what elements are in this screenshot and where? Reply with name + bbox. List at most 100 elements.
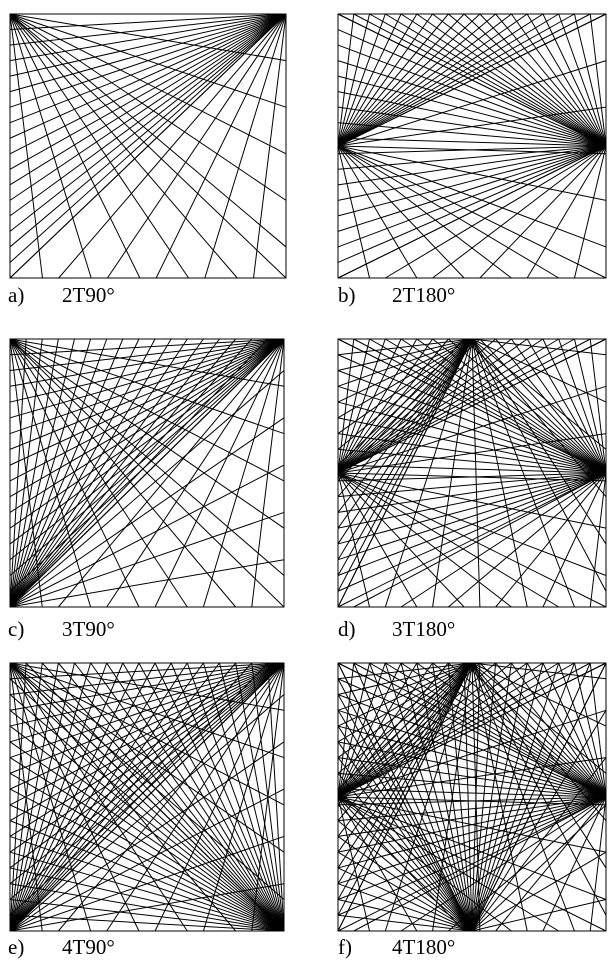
ray-line — [337, 338, 591, 474]
ray-line — [337, 804, 473, 932]
ray-line — [9, 867, 285, 932]
ray-line — [337, 772, 607, 798]
ray-line — [337, 29, 607, 147]
ray-line — [9, 338, 253, 608]
ray-line — [337, 338, 473, 529]
ray-line — [155, 13, 287, 279]
ray-line — [9, 338, 237, 608]
ray-line — [337, 662, 496, 798]
ray-line — [9, 338, 124, 608]
ray-line — [9, 338, 108, 608]
caption-name-e: 4T90° — [62, 935, 115, 959]
ray-line — [9, 13, 287, 155]
ray-line — [337, 662, 591, 798]
ray-line — [9, 13, 287, 77]
ray-line — [337, 472, 607, 498]
ray-line — [9, 13, 287, 46]
ray-line — [471, 662, 544, 932]
ray-line — [337, 13, 465, 147]
ray-line — [9, 662, 75, 932]
ray-line — [9, 13, 287, 263]
ray-line — [267, 662, 285, 932]
ray-line — [9, 13, 190, 279]
caption-name-b: 2T180° — [392, 283, 456, 307]
ray-line — [542, 472, 607, 608]
ray-line — [337, 13, 512, 147]
ray-line — [337, 13, 559, 147]
ray-line — [589, 13, 607, 147]
ray-line — [448, 13, 607, 147]
ray-line — [432, 13, 607, 147]
ray-line — [471, 662, 575, 932]
ray-line — [337, 13, 607, 147]
ray-line — [337, 13, 496, 147]
ray-line — [573, 145, 607, 279]
ray-line — [9, 662, 204, 932]
ray-line — [448, 662, 607, 798]
ray-line — [9, 13, 287, 201]
ray-line — [337, 883, 473, 932]
ray-line — [337, 662, 473, 916]
ray-line — [9, 338, 285, 387]
ray-line — [9, 662, 124, 932]
caption-name-c: 3T90° — [62, 617, 115, 641]
ray-line — [9, 851, 285, 932]
ray-line — [9, 13, 287, 108]
ray-line — [573, 13, 607, 147]
ray-line — [9, 662, 59, 932]
ray-line — [448, 796, 607, 932]
ray-line — [9, 13, 287, 93]
ray-line — [219, 662, 285, 932]
projection-diagram-c — [9, 338, 285, 608]
ray-line — [471, 338, 607, 450]
caption-name-f: 4T180° — [392, 935, 456, 959]
ray-line — [9, 338, 43, 608]
ray-line — [495, 796, 607, 932]
ray-line — [573, 338, 607, 474]
ray-line — [337, 472, 607, 482]
ray-line — [337, 13, 386, 147]
ray-line — [9, 741, 285, 932]
ray-line — [369, 13, 607, 147]
caption-letter-a: a) — [8, 283, 25, 307]
ray-line — [337, 662, 473, 837]
ray-line — [41, 662, 285, 932]
ray-line — [337, 145, 607, 232]
ray-lines-a — [9, 13, 287, 279]
ray-line — [353, 338, 607, 474]
ray-line — [337, 338, 473, 466]
ray-line — [138, 662, 285, 932]
ray-line — [9, 338, 172, 608]
ray-line — [337, 145, 607, 201]
ray-line — [9, 820, 285, 932]
ray-line — [337, 433, 607, 474]
ray-line — [337, 145, 607, 248]
ray-line — [337, 75, 607, 147]
ray-line — [337, 741, 607, 798]
ray-line — [9, 559, 285, 608]
ray-line — [542, 662, 607, 798]
ray-line — [9, 725, 285, 932]
ray-line — [337, 662, 473, 790]
ray-line — [106, 13, 287, 279]
ray-line — [337, 338, 355, 474]
ray-line — [9, 13, 287, 232]
ray-line — [589, 338, 607, 474]
ray-line — [432, 662, 607, 798]
ray-line — [337, 401, 607, 474]
ray-line — [337, 796, 607, 837]
ray-lines-e — [9, 662, 285, 932]
ray-line — [337, 662, 355, 798]
ray-line — [9, 13, 287, 31]
frame-b — [337, 13, 607, 279]
ray-line — [337, 13, 528, 147]
ray-line — [337, 741, 473, 932]
ray-line — [204, 13, 287, 279]
ray-line — [337, 851, 473, 932]
ray-line — [337, 678, 607, 798]
ray-line — [416, 662, 607, 798]
caption-name-d: 3T180° — [392, 617, 456, 641]
frame-f — [337, 662, 607, 932]
ray-line — [9, 338, 140, 608]
ray-line — [9, 662, 156, 932]
